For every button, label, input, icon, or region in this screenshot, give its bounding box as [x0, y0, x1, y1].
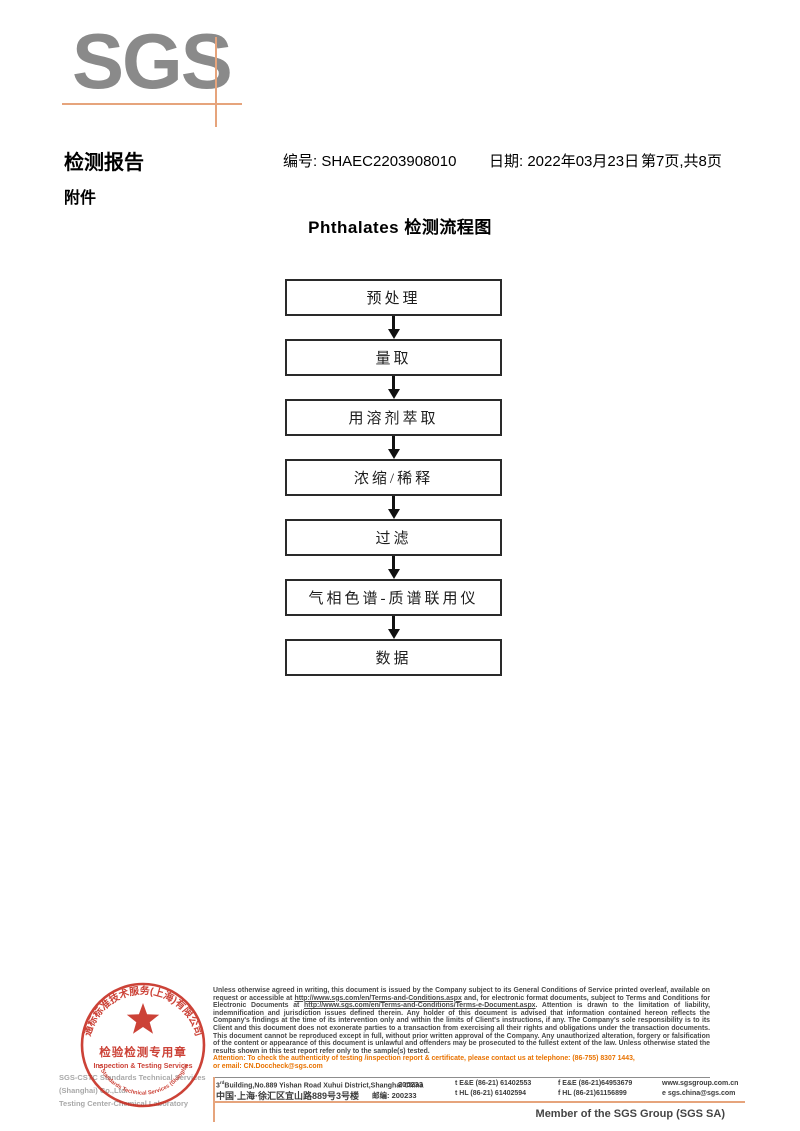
attention-line-1: Attention: To check the authenticity of …: [213, 1055, 635, 1063]
disclaimer-text-2: and, for electronic format documents, su…: [213, 994, 711, 1010]
logo-horizontal-rule: [62, 103, 242, 105]
company-name-en: SGS-CSTC Standards Technical Services (S…: [59, 1073, 206, 1095]
flow-step-data: 数据: [285, 639, 502, 676]
arrow-down-icon: [285, 496, 502, 519]
logo-vertical-rule: [215, 37, 217, 127]
doccheck-email-link[interactable]: or email: CN.Doccheck@sgs.com: [213, 1062, 323, 1070]
website-link[interactable]: www.sgsgroup.com.cn: [662, 1080, 739, 1087]
attachment-label: 附件: [64, 190, 97, 207]
flowchart-title: Phthalates 检测流程图: [308, 218, 492, 237]
postcode-cn: 邮编: 200233: [372, 1091, 417, 1100]
postcode-en: 200233: [398, 1080, 424, 1089]
report-number: 编号: SHAEC2203908010: [283, 153, 457, 170]
email-link[interactable]: e sgs.china@sgs.com: [662, 1090, 736, 1097]
seal-title-en: Inspection & Testing Services: [93, 1063, 192, 1070]
legal-disclaimer: Unless otherwise agreed in writing, this…: [213, 987, 710, 1071]
arrow-down-icon: [285, 376, 502, 399]
page-indicator: 第7页,共8页: [641, 153, 722, 170]
phone-hl: t HL (86-21) 61402594: [455, 1090, 527, 1097]
disclaimer-text-3: . Attention is drawn to the limitation o…: [213, 1002, 710, 1055]
report-title: 检测报告: [64, 152, 144, 174]
flow-step-gcms: 气相色谱-质谱联用仪: [285, 579, 502, 616]
fax-ee: f E&E (86-21)64953679: [558, 1080, 633, 1087]
arrow-down-icon: [285, 316, 502, 339]
fax-hl: f HL (86-21)61156899: [558, 1090, 627, 1097]
terms-e-document-link[interactable]: http://www.sgs.com/en/Terms-and-Conditio…: [304, 1002, 536, 1010]
address-en-num: 3: [216, 1082, 220, 1090]
sgs-logo: SGS: [72, 17, 233, 105]
flow-step-solvent-extraction: 用溶剂萃取: [285, 399, 502, 436]
report-date: 日期: 2022年03月23日: [489, 153, 640, 170]
arrow-down-icon: [285, 556, 502, 579]
footer-vertical-rule: [213, 1077, 215, 1122]
address-en-text: Building,No.889 Yishan Road Xuhui Distri…: [224, 1082, 424, 1090]
address-en-ordinal: rd: [219, 1080, 225, 1085]
address-separator-line: [213, 1077, 710, 1078]
disclaimer-text-1: Unless otherwise agreed in writing, this…: [213, 987, 710, 1002]
address-en: 3rdBuilding,No.889 Yishan Road Xuhui Dis…: [216, 1080, 424, 1089]
flow-step-measure: 量取: [285, 339, 502, 376]
terms-conditions-link[interactable]: http://www.sgs.com/en/Terms-and-Conditio…: [294, 994, 462, 1002]
arrow-down-icon: [285, 616, 502, 639]
inspection-testing-seal-icon: 通标标准技术服务(上海)有限公司 检验检测专用章 Inspection & Te…: [68, 970, 206, 1108]
footer-horizontal-rule: [213, 1101, 745, 1103]
sgs-group-member-label: Member of the SGS Group (SGS SA): [535, 1108, 725, 1120]
flow-step-concentrate-dilute: 浓缩/稀释: [285, 459, 502, 496]
flow-step-pretreatment: 预处理: [285, 279, 502, 316]
address-cn: 中国·上海·徐汇区宜山路889号3号楼: [216, 1091, 360, 1101]
flow-step-filter: 过滤: [285, 519, 502, 556]
star-icon: [126, 1003, 160, 1034]
phone-ee: t E&E (86-21) 61402553: [455, 1080, 532, 1087]
seal-title-cn: 检验检测专用章: [99, 1045, 187, 1059]
flowchart: 预处理 量取 用溶剂萃取 浓缩/稀释 过滤 气相色谱-质谱联用仪 数据: [285, 279, 502, 676]
arrow-down-icon: [285, 436, 502, 459]
